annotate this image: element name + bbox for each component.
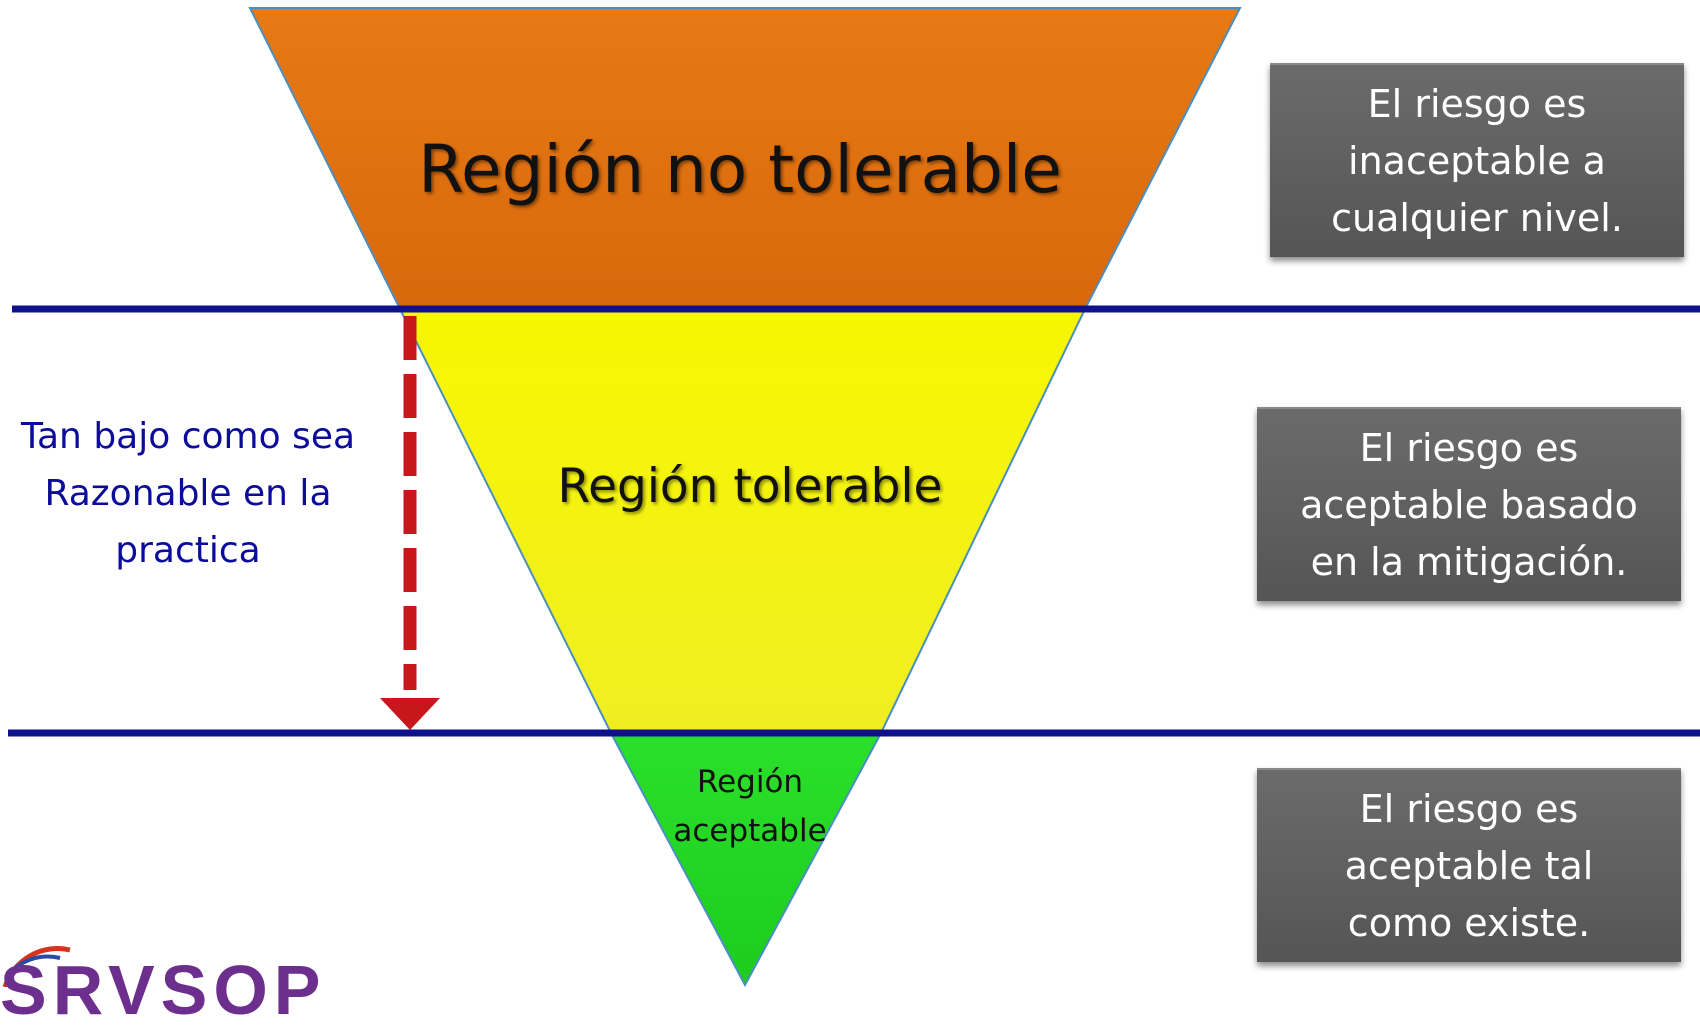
arrow-down-icon bbox=[380, 316, 440, 730]
risk-triangle-diagram bbox=[2, 7, 1700, 987]
info-box-line: aceptable tal bbox=[1344, 843, 1594, 888]
info-box-line: en la mitigación. bbox=[1310, 539, 1628, 584]
region-acceptable-label: Región aceptable bbox=[673, 764, 827, 849]
alarp-note: Tan bajo como sea Razonable en la practi… bbox=[20, 416, 356, 571]
info-box-acceptable: El riesgo es aceptable tal como existe. bbox=[1257, 768, 1681, 962]
info-box-line: como existe. bbox=[1347, 900, 1591, 945]
info-box-line: El riesgo es bbox=[1359, 425, 1579, 470]
region-tolerable-label: Región tolerable bbox=[557, 459, 943, 514]
info-box-tolerable: El riesgo es aceptable basado en la miti… bbox=[1257, 407, 1681, 601]
region-non-tolerable-label: Región no tolerable bbox=[418, 131, 1062, 208]
srvsop-logo: SRVSOP bbox=[0, 951, 327, 1029]
info-box-non-tolerable: El riesgo es inaceptable a cualquier niv… bbox=[1270, 63, 1684, 257]
info-box-line: aceptable basado bbox=[1300, 482, 1638, 527]
info-box-line: El riesgo es bbox=[1367, 81, 1587, 126]
info-box-line: El riesgo es bbox=[1359, 786, 1579, 831]
info-box-line: cualquier nivel. bbox=[1331, 195, 1623, 240]
info-box-line: inaceptable a bbox=[1348, 138, 1606, 183]
logo-mark-icon bbox=[2, 946, 71, 987]
region-tolerable bbox=[398, 308, 1087, 736]
